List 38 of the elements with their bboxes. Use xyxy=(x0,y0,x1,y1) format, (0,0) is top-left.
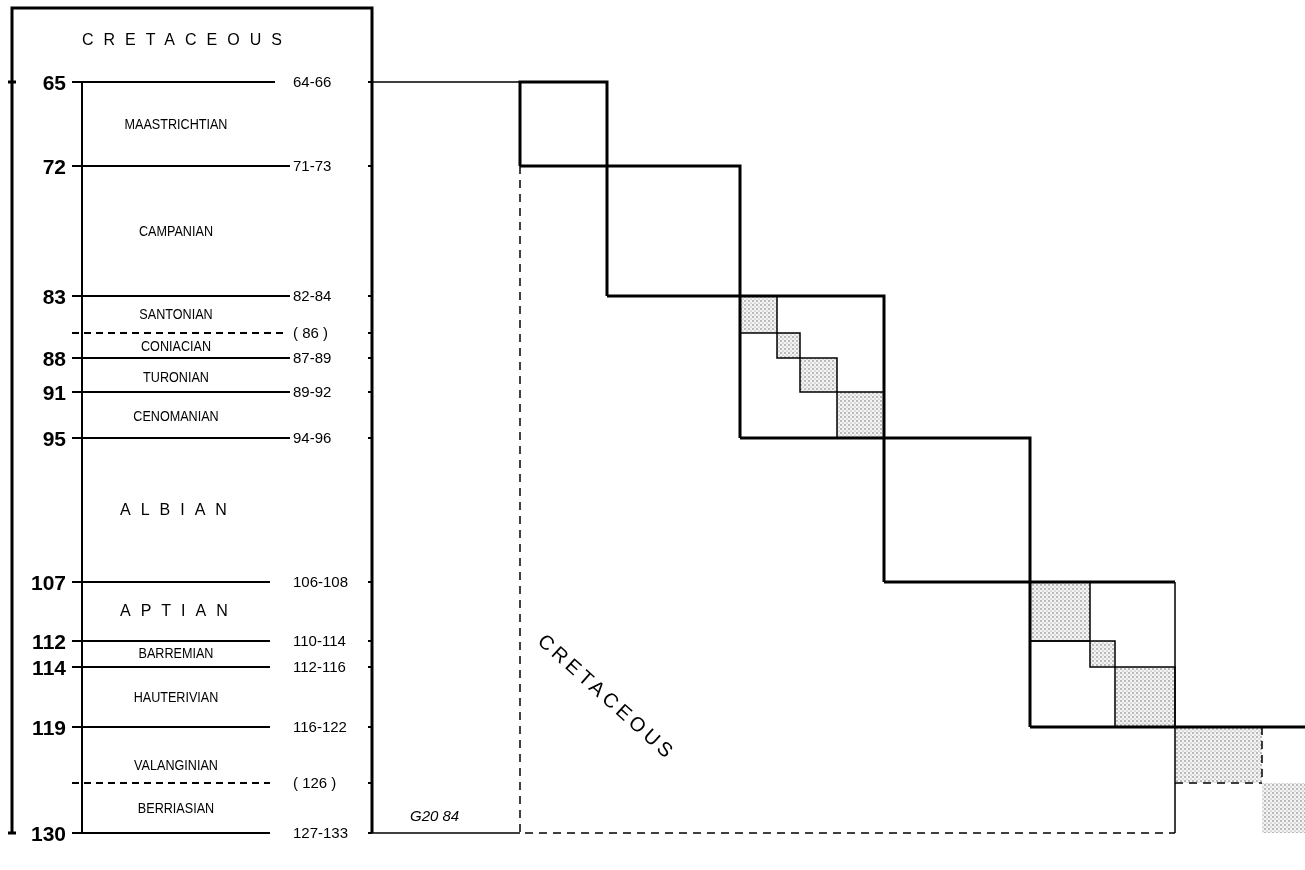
stage-name: VALANGINIAN xyxy=(133,758,219,772)
age-range: 116-122 xyxy=(292,719,348,734)
age-value: 114 xyxy=(31,657,66,678)
age-value: 91 xyxy=(41,382,66,403)
stage-name: BERRIASIAN xyxy=(136,801,216,815)
stage-name: BARREMIAN xyxy=(137,646,215,660)
stage-name: APTIAN xyxy=(120,603,238,619)
age-value: 83 xyxy=(41,286,66,307)
age-value: 112 xyxy=(31,631,66,652)
age-range: 71-73 xyxy=(292,158,333,173)
age-range: 64-66 xyxy=(292,74,333,89)
drafting-code: G20 84 xyxy=(410,808,460,823)
stage-name: SANTONIAN xyxy=(138,307,214,321)
stage-name: CENOMANIAN xyxy=(132,409,220,423)
age-value: 65 xyxy=(41,72,66,93)
age-range: 112-116 xyxy=(292,659,347,674)
age-value: 95 xyxy=(41,428,66,449)
age-range: 110-114 xyxy=(292,633,347,648)
age-value: 72 xyxy=(41,156,66,177)
age-range: 82-84 xyxy=(292,288,333,303)
age-range: 106-108 xyxy=(292,574,350,589)
age-value: 107 xyxy=(29,572,66,593)
age-range: 127-133 xyxy=(292,825,350,840)
period-title: CRETACEOUS xyxy=(82,32,292,48)
stage-name: TURONIAN xyxy=(142,370,210,384)
stage-name: CONIACIAN xyxy=(140,339,212,353)
age-range: 94-96 xyxy=(292,430,333,445)
age-value: 119 xyxy=(31,717,66,738)
age-range: 87-89 xyxy=(292,350,333,365)
stage-name: MAASTRICHTIAN xyxy=(123,117,229,131)
stage-name: ALBIAN xyxy=(120,502,237,518)
age-value: 88 xyxy=(41,348,66,369)
age-range: ( 86 ) xyxy=(292,325,329,340)
age-range: 89-92 xyxy=(292,384,333,399)
stage-name: CAMPANIAN xyxy=(138,224,214,238)
age-value: 130 xyxy=(29,823,66,844)
stage-name: HAUTERIVIAN xyxy=(132,690,220,704)
age-range: ( 126 ) xyxy=(292,775,338,790)
